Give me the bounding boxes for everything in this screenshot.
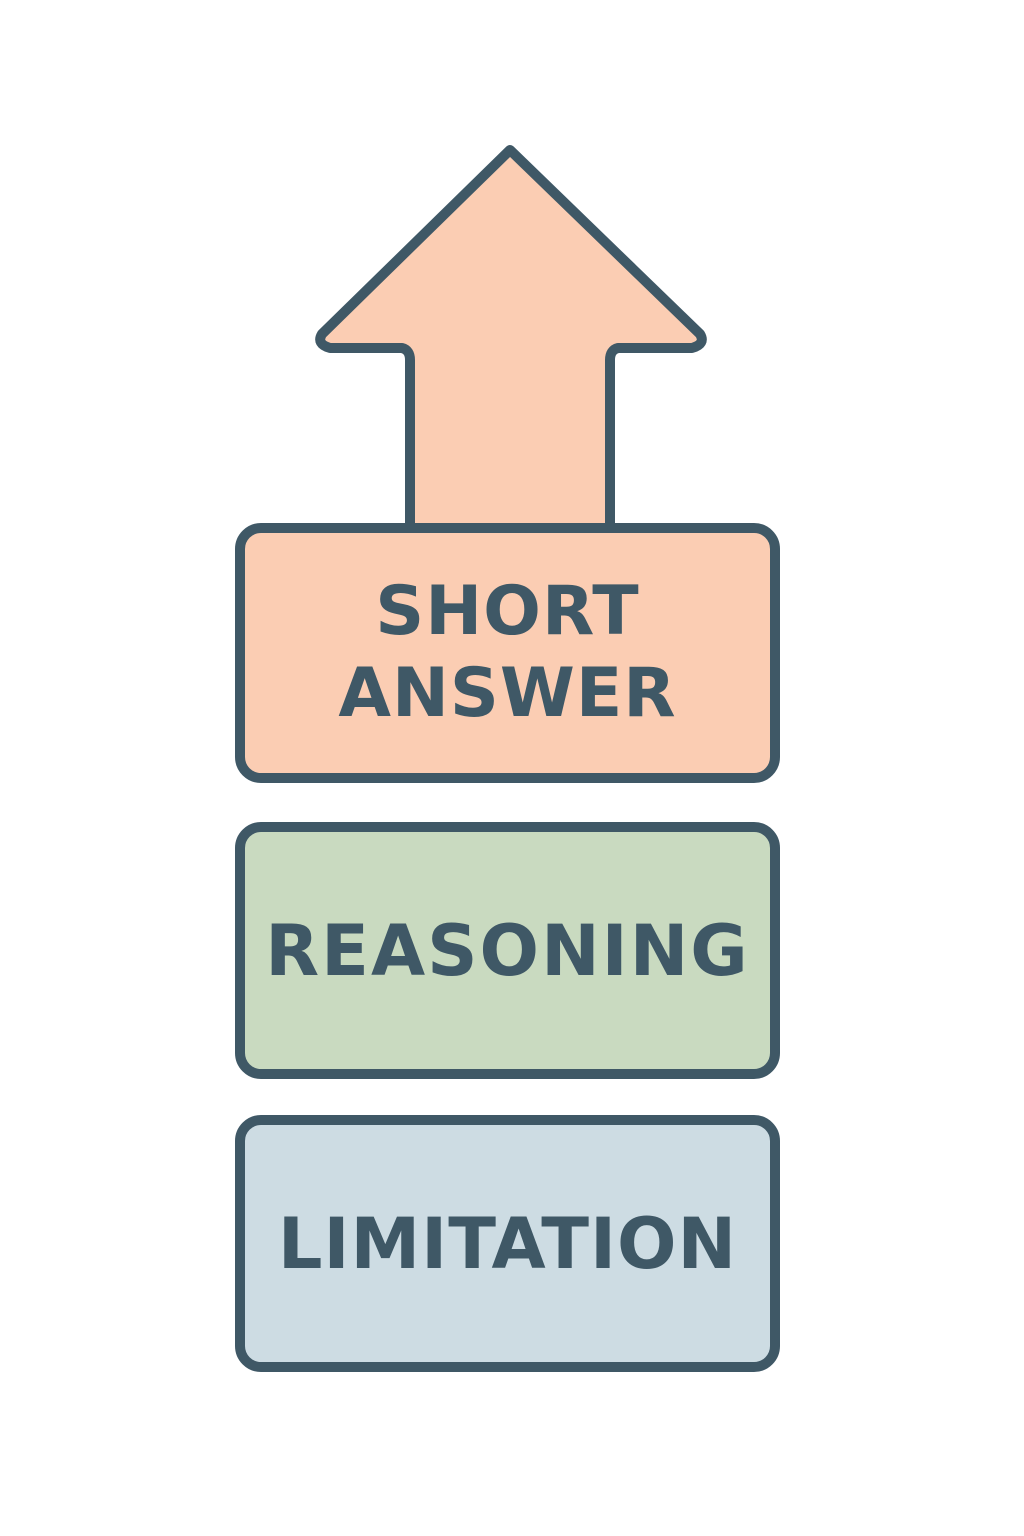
- short-answer-line1: SHORT: [375, 572, 640, 651]
- short-answer-box: SHORT ANSWER: [235, 523, 780, 783]
- reasoning-label: REASONING: [265, 909, 750, 992]
- limitation-label: LIMITATION: [277, 1202, 738, 1285]
- limitation-box: LIMITATION: [235, 1115, 780, 1372]
- short-answer-line2: ANSWER: [338, 654, 677, 733]
- reasoning-box: REASONING: [235, 822, 780, 1079]
- up-arrow-icon: [315, 145, 707, 565]
